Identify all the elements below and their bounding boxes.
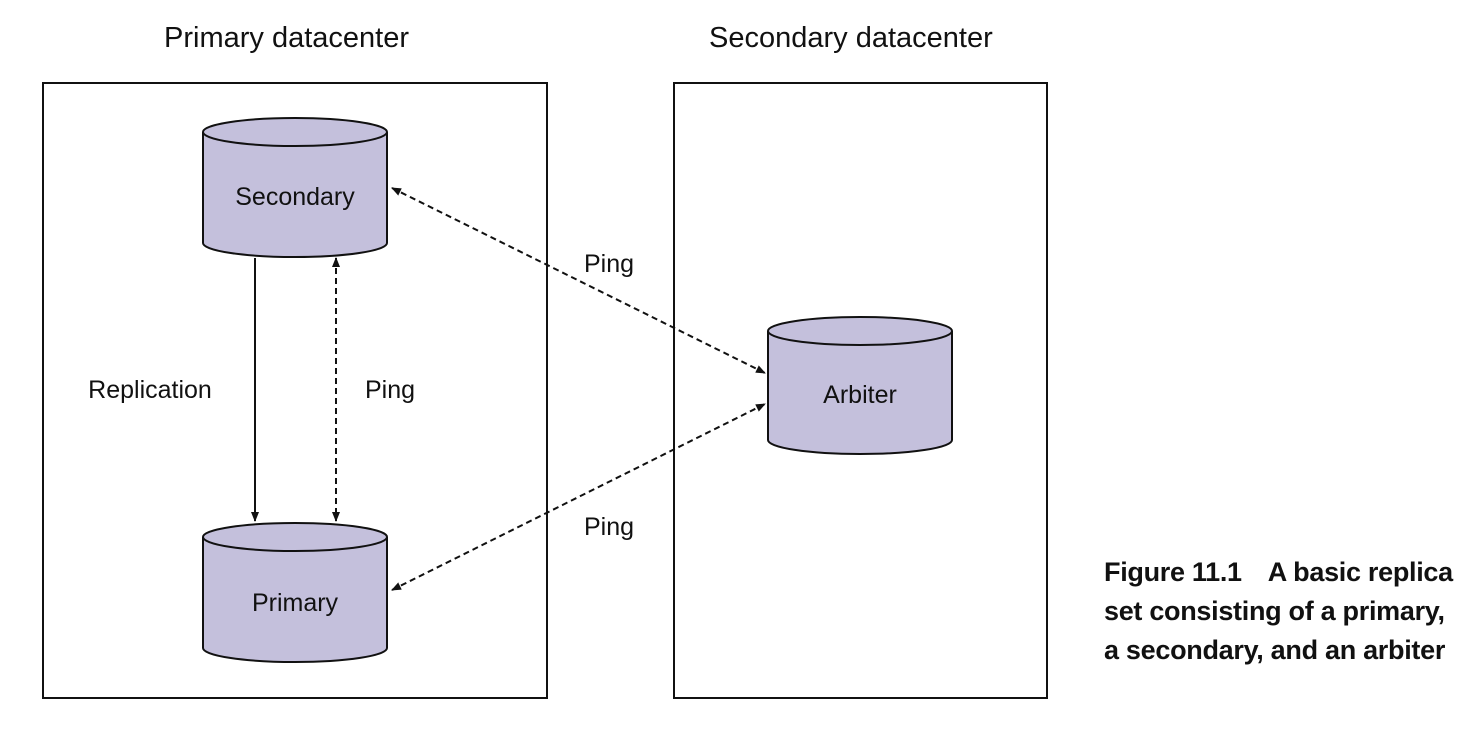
ping-label-primary-arbiter: Ping [584,513,634,541]
arbiter-node: Arbiter [767,316,953,455]
ping-label-internal: Ping [365,376,415,404]
primary-node-label: Primary [252,589,339,617]
secondary-datacenter-box [673,82,1048,699]
ping-label-secondary-arbiter: Ping [584,250,634,278]
figure-caption-text: A basic replica set consisting of a prim… [1104,557,1453,665]
secondary-node: Secondary [202,117,388,258]
figure-number: Figure 11.1 [1104,557,1242,587]
secondary-node-label: Secondary [235,183,355,211]
primary-node: Primary [202,522,388,663]
secondary-datacenter-title: Secondary datacenter [709,22,993,54]
arbiter-node-label: Arbiter [823,381,897,409]
primary-datacenter-title: Primary datacenter [164,22,409,54]
primary-datacenter-box [42,82,548,699]
ping-arrow-secondary-arbiter [391,187,766,374]
replication-label: Replication [88,376,212,404]
ping-arrow-primary-arbiter [391,403,766,591]
